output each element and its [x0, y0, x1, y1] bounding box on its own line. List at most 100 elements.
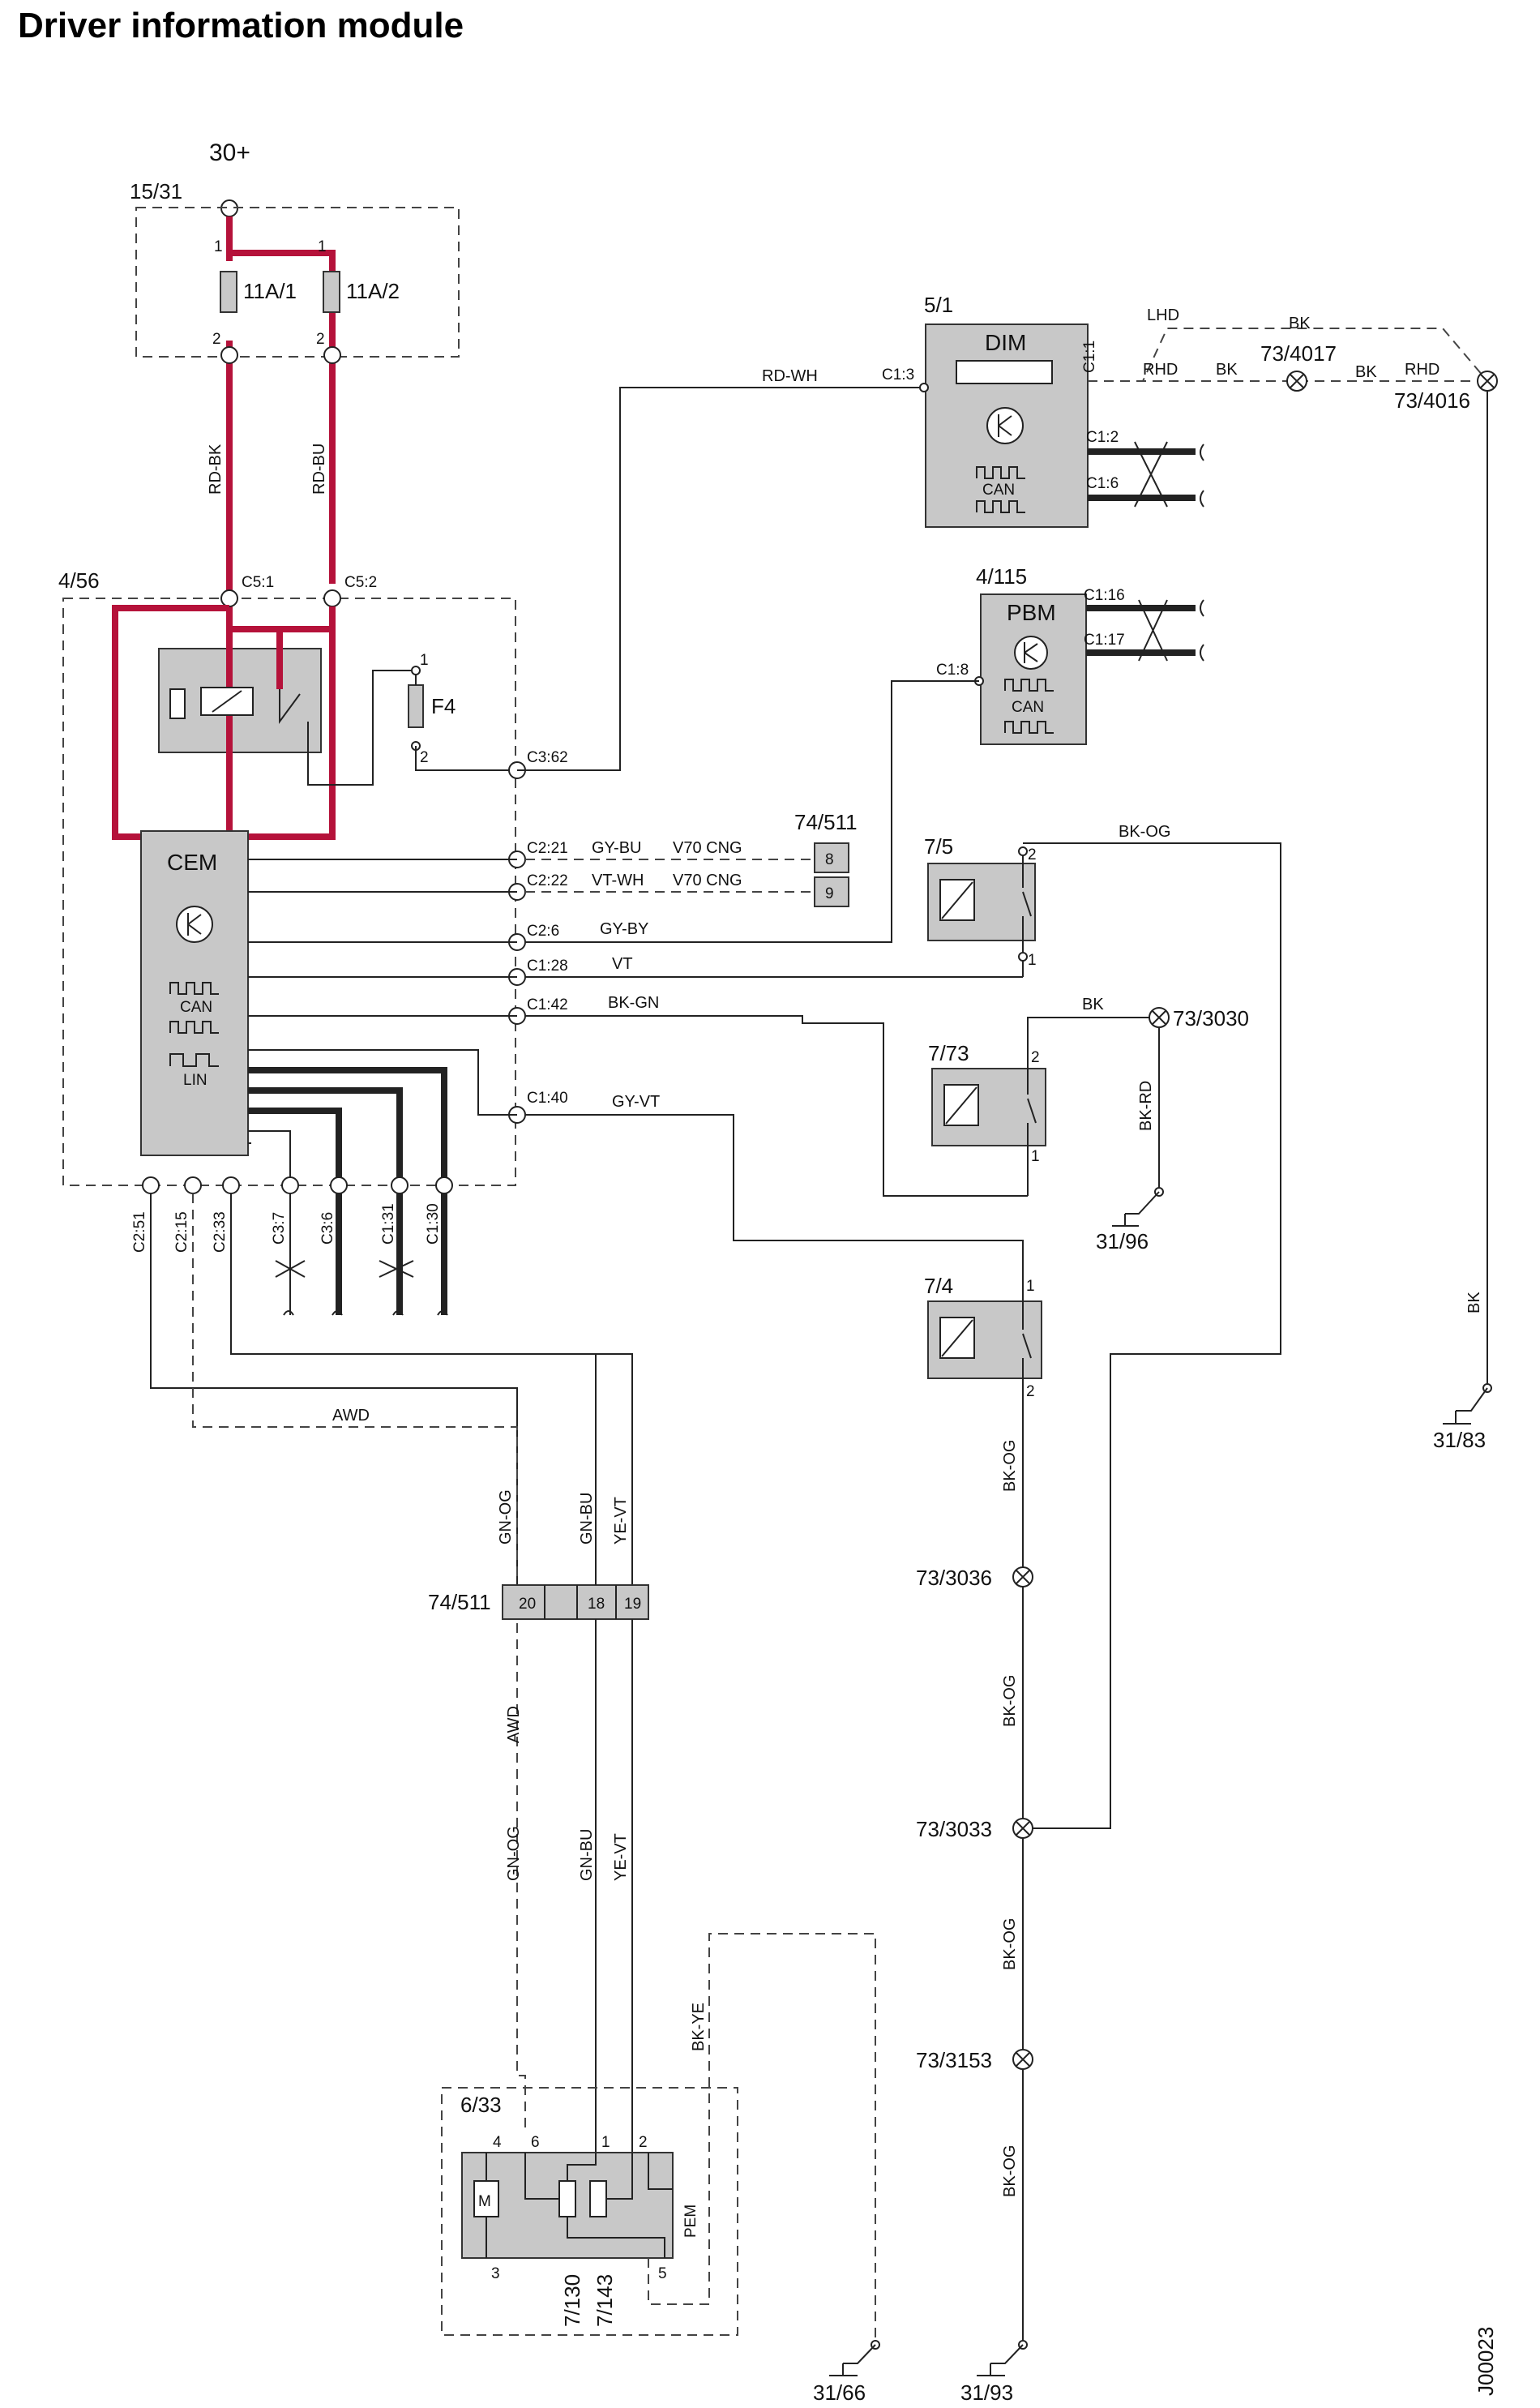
- pem-pin-6: 6: [531, 2134, 540, 2151]
- wire-bk-gn-label: BK-GN: [608, 994, 659, 1012]
- wire-gy-by-label: GY-BY: [600, 920, 648, 938]
- splice-73-3036-label: 73/3036: [916, 1566, 992, 1590]
- wire-bk-og-label-top: BK-OG: [1119, 823, 1170, 841]
- dim-can-pulse-1: [976, 466, 1025, 479]
- splice-73-4017-label: 73/4017: [1260, 341, 1337, 366]
- pbm-can-pulse-2: [1004, 721, 1054, 734]
- pem-sensor-7-143-label: 7/143: [592, 2274, 617, 2327]
- cem-name: CEM: [167, 850, 217, 875]
- splice-73-3036-icon: [1012, 1566, 1033, 1587]
- rhd-bk-label-2: BK: [1355, 363, 1377, 381]
- pbm-can-bus-wires: [1086, 605, 1196, 656]
- ground-31-83-label: 31/83: [1433, 1428, 1486, 1452]
- ground-31-96-label: 31/96: [1096, 1229, 1149, 1253]
- cem-can-pulse-2: [169, 1021, 219, 1034]
- splice-73-3153-icon: [1012, 2049, 1033, 2070]
- wire-c2-15-awd: [192, 1193, 526, 2128]
- switch-7-4-pin1: 1: [1026, 1278, 1035, 1295]
- pbm-c1-17-label: C1:17: [1084, 632, 1125, 649]
- wire-c2-51: [150, 1193, 518, 1601]
- cem-pin-c2-15: C2:15: [173, 1211, 190, 1253]
- fuse1-pin1: 1: [214, 238, 223, 255]
- cem-can-label: CAN: [180, 999, 212, 1016]
- switch-7-73-pin2: 2: [1031, 1049, 1040, 1066]
- wire-gy-vt-label: GY-VT: [612, 1093, 660, 1111]
- pbm-id: 4/115: [976, 564, 1027, 589]
- fuse-11a2-label: 11A/2: [346, 279, 400, 303]
- cem-thin-bus: [248, 1130, 291, 1315]
- cem-pin-c3-6: C3:6: [319, 1212, 336, 1245]
- wires-gn-bu-ye-vt-lower: [595, 1619, 633, 2153]
- diagram-title: Driver information module: [18, 6, 464, 45]
- cem-can-pulse-1: [169, 982, 219, 995]
- wire-awd-label-lower: AWD: [505, 1706, 523, 1743]
- wire-rd-bk-label: RD-BK: [207, 443, 225, 495]
- cem-pin-c2-33: C2:33: [212, 1211, 229, 1253]
- cem-internal-wires: [248, 859, 517, 1116]
- switch-7-5-pin2-dot: [1018, 846, 1028, 856]
- wire-bk-gn: [525, 1015, 1028, 1197]
- dim-box: [925, 323, 1089, 528]
- cem-bottom-terminals: [142, 1176, 453, 1194]
- fuse1-pin2: 2: [212, 331, 221, 348]
- dim-c1-3-terminal: [919, 383, 929, 392]
- dim-twist-symbol: [1134, 441, 1168, 508]
- switch-7-5-pin2: 2: [1028, 846, 1037, 863]
- pbm-c1-8-label: C1:8: [936, 662, 969, 679]
- wire-gy-vt: [525, 1114, 1024, 1293]
- cem-thick-bus: [248, 1067, 447, 1315]
- wire-bk-og-label-4: BK-OG: [1001, 2145, 1019, 2197]
- fusebox-out-terminal-2: [323, 346, 341, 364]
- dim-transistor-icon: [986, 407, 1024, 444]
- wire-vt-label: VT: [612, 955, 633, 973]
- pem-pin-5: 5: [658, 2265, 667, 2282]
- cem-c1-42-label: C1:42: [527, 996, 568, 1013]
- dim-display-icon: [956, 360, 1053, 384]
- cem-twisted-pair-symbols: [275, 1260, 414, 1278]
- wire-gn-og-label-lower: GN-OG: [505, 1826, 523, 1881]
- dim-c1-6-label: C1:6: [1086, 475, 1119, 492]
- lhd-label: LHD: [1147, 306, 1179, 324]
- cem-c2-21-label: C2:21: [527, 840, 568, 857]
- wire-gn-bu-label-top: GN-BU: [578, 1493, 596, 1545]
- f4-to-c3-62: [415, 675, 517, 771]
- wire-gn-bu-label-lower: GN-BU: [578, 1829, 596, 1881]
- wire-bk-vertical-label: BK: [1465, 1292, 1483, 1313]
- pbm-can-label: CAN: [1012, 699, 1044, 716]
- cem-c5-2-label: C5:2: [344, 574, 377, 591]
- cem-c5-2-terminal: [323, 589, 341, 607]
- wire-gy-by: [525, 680, 979, 943]
- splice-73-3030-icon: [1149, 1007, 1170, 1028]
- pbm-c1-16-label: C1:16: [1084, 587, 1125, 604]
- cem-pin-c1-31: C1:31: [380, 1203, 397, 1245]
- wire-gn-og-label-top: GN-OG: [497, 1489, 515, 1545]
- pem-name: PEM: [682, 2204, 699, 2238]
- cem-lin-label: LIN: [183, 1072, 207, 1089]
- dim-can-bus-wires: [1088, 448, 1196, 501]
- wire-ye-vt-label-lower: YE-VT: [612, 1833, 630, 1881]
- switch-7-73-id: 7/73: [928, 1041, 969, 1065]
- wire-bk-og-label-3: BK-OG: [1001, 1918, 1019, 1970]
- wire-bk-to-73-3030: [1027, 1017, 1149, 1058]
- fusebox-id: 15/31: [130, 179, 182, 204]
- wire-bk-label-7-73: BK: [1082, 996, 1104, 1013]
- cem-c5-1-label: C5:1: [242, 574, 274, 591]
- switch-7-5-contact: [941, 851, 1032, 977]
- cem-c2-6-label: C2:6: [527, 923, 559, 940]
- ground-31-66-symbol: [829, 2344, 876, 2376]
- switch-7-4-id: 7/4: [924, 1274, 953, 1298]
- drawing-code: J00023: [1474, 2327, 1498, 2396]
- switch-7-4-contact: [941, 1293, 1032, 2343]
- supply-red-wiring: [226, 216, 336, 843]
- fuse-f4-pin1-dot: [411, 666, 421, 675]
- relay-contact: [212, 670, 412, 786]
- fuse-11a2: [323, 271, 340, 313]
- rhd-label-2: RHD: [1405, 361, 1439, 379]
- pem-sensor-7-130-label: 7/130: [560, 2274, 584, 2327]
- switch-7-5-pin1-dot: [1018, 952, 1028, 962]
- connector-74-511-pin9-label: 9: [825, 885, 834, 902]
- connector-74-511-pin8-label: 8: [825, 851, 834, 868]
- dim-can-label: CAN: [982, 482, 1015, 499]
- switch-7-73-pin1: 1: [1031, 1148, 1040, 1165]
